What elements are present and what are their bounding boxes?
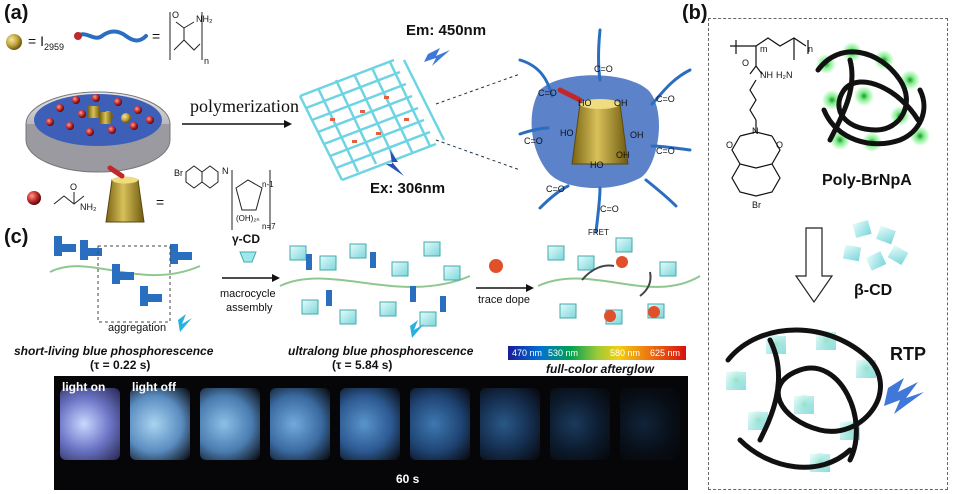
rtp-complex <box>725 327 883 472</box>
time-60s-label: 60 s <box>396 472 420 486</box>
photo-frame-on <box>60 388 120 460</box>
cd-co-label-4: C=O <box>524 136 543 146</box>
rtp-lightning-icon <box>884 378 924 414</box>
poly-o-label: O <box>742 58 750 68</box>
cd-n7-label: n=7 <box>262 222 276 231</box>
acrylamide-structure <box>53 192 85 205</box>
poly-h2n-label: H₂N <box>776 70 793 80</box>
photo-frame-off-7 <box>550 388 610 460</box>
petri-dish <box>25 91 171 173</box>
poly-m-sub: m <box>760 44 768 54</box>
cd-oh-label-2: OH <box>630 130 644 140</box>
cd-co-label-7: C=O <box>600 204 619 214</box>
rtp-label: RTP <box>890 344 926 364</box>
full-color-assembly <box>537 237 701 325</box>
cd-n1-label: n-1 <box>262 180 274 189</box>
dopant-icon <box>489 259 503 273</box>
macrocycle-label-2: assembly <box>226 302 273 314</box>
photo-frame-off-3 <box>270 388 330 460</box>
photo-frame-off-8 <box>620 388 680 460</box>
cd-ho-label-3: HO <box>590 160 604 170</box>
aggregation-box <box>97 245 171 323</box>
photo-frame-off-1 <box>130 388 190 460</box>
poly-o-label-2: O <box>726 140 734 150</box>
down-arrow <box>794 227 834 304</box>
cd-conjugate-icon <box>105 165 145 223</box>
poly-n-atom: N <box>752 126 759 136</box>
cd-co-label-1: C=O <box>538 88 557 98</box>
fret-label: FRET <box>588 228 609 237</box>
poly-brnpa-name: Poly-BrNpA <box>822 172 912 189</box>
spectrum-470: 470 nm <box>512 348 543 358</box>
i2959-legend-text: = I2959 <box>28 33 64 52</box>
monomer-legend-eq: = <box>156 194 165 210</box>
i2959-ball-icon <box>6 34 22 50</box>
poly-o-label-3: O <box>776 140 784 150</box>
cd-oh-label-3: OH <box>616 150 630 160</box>
tau-long-label: (τ = 5.84 s) <box>332 358 393 372</box>
gamma-cd-label: γ-CD <box>232 232 261 246</box>
acrylamide-ball-icon <box>27 191 41 205</box>
brnp-cd-structure <box>185 165 271 230</box>
cd-ho-label-1: HO <box>578 98 592 108</box>
short-living-assembly <box>49 236 201 306</box>
light-off-label: light off <box>132 380 176 394</box>
poly-n-sub: n <box>808 44 814 54</box>
spectrum-580: 580 nm <box>610 348 641 358</box>
ultralong-label: ultralong blue phosphorescence <box>288 344 474 358</box>
beta-cd-cluster <box>842 220 909 271</box>
polymerization-label: polymerization <box>190 96 299 116</box>
poly-brnpa-tangle <box>815 42 930 152</box>
spectrum-530: 530 nm <box>548 348 579 358</box>
photo-frame-off-2 <box>200 388 260 460</box>
panel-a-label: (a) <box>4 2 29 24</box>
brnp-n-label: N <box>222 166 229 176</box>
macrocycle-label-1: macrocycle <box>220 288 276 300</box>
brnp-br-label: Br <box>174 168 183 178</box>
polymer-legend-eq: = <box>152 28 161 44</box>
excitation-label: Ex: 306nm <box>370 180 446 197</box>
panel-b-box <box>708 18 948 490</box>
full-color-label: full-color afterglow <box>546 362 654 376</box>
afterglow-spectrum-bar <box>508 346 686 360</box>
acrylamide-nh2-label: NH₂ <box>80 202 97 212</box>
polymer-o-label: O <box>172 10 180 20</box>
cd-oh2n-label: (OH)₂ₙ <box>236 214 260 223</box>
cd-co-label-3: C=O <box>656 94 675 104</box>
poly-brnpa-structure <box>730 37 809 197</box>
cd-co-label-5: C=O <box>656 146 675 156</box>
cd-host-complex <box>531 75 659 189</box>
tau-short-label: (τ = 0.22 s) <box>90 358 151 372</box>
ultralong-assembly <box>279 241 471 327</box>
photo-frame-off-4 <box>340 388 400 460</box>
hydrogel-network <box>298 58 446 182</box>
afterglow-photo-strip <box>54 376 688 490</box>
panel-b-label: (b) <box>682 2 708 24</box>
poly-nh-label: NH <box>760 70 773 80</box>
light-on-label: light on <box>62 380 106 394</box>
cd-co-label-6: C=O <box>546 184 565 194</box>
spectrum-625: 625 nm <box>650 348 681 358</box>
polymer-chain-icon <box>76 29 148 43</box>
trace-dope-label: trace dope <box>478 294 530 306</box>
cd-ho-label-2: HO <box>560 128 574 138</box>
beta-cd-name: β-CD <box>854 282 893 299</box>
polymer-n-sub: n <box>204 56 210 66</box>
emission-lightning-icon <box>424 48 450 66</box>
photo-frame-off-5 <box>410 388 470 460</box>
aggregation-label: aggregation <box>108 322 167 334</box>
acrylamide-o-label: O <box>70 182 78 192</box>
poly-br-label: Br <box>752 200 761 210</box>
emission-label: Em: 450nm <box>406 22 487 39</box>
panel-c-label: (c) <box>4 226 29 248</box>
polyacrylamide-structure <box>169 12 203 60</box>
short-living-label: short-living blue phosphorescence <box>14 344 214 358</box>
cd-co-label-2: C=O <box>594 64 613 74</box>
polymer-nh2-label: NH₂ <box>196 14 213 24</box>
cd-oh-label-1: OH <box>614 98 628 108</box>
photo-frame-off-6 <box>480 388 540 460</box>
